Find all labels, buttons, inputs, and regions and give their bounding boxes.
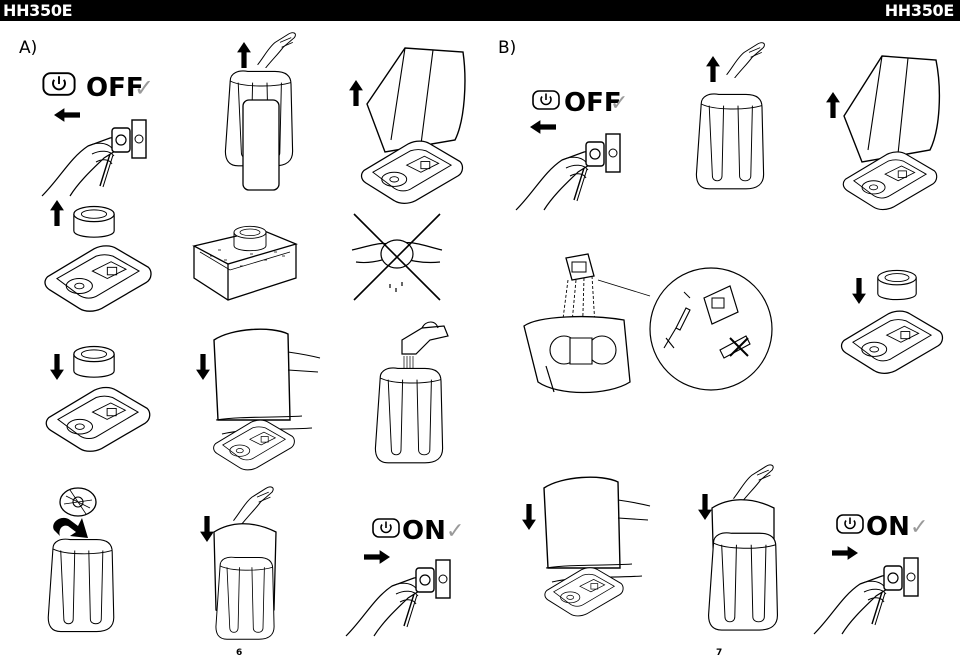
power-icon — [372, 518, 400, 538]
ring-icon — [73, 205, 115, 238]
unplug-illustration — [41, 108, 147, 197]
cartridge-insert-illustration — [518, 250, 658, 400]
base-icon — [45, 386, 151, 453]
base-icon — [544, 567, 624, 617]
fill-tank-illustration — [374, 318, 462, 464]
hand-icon — [257, 32, 296, 68]
page-number-right: 7 — [716, 648, 723, 658]
cartridge-detail-zoom — [646, 264, 776, 394]
power-icon — [42, 72, 76, 96]
on-label-b: ON — [866, 512, 910, 542]
power-on-indicator-a: ON ✓ — [372, 516, 464, 546]
arrow-left-icon — [54, 108, 80, 122]
place-ring-illustration — [45, 345, 151, 453]
model-name-right: HH350E — [884, 1, 955, 20]
power-off-indicator: OFF ✓ — [42, 72, 154, 103]
arrow-right-icon — [364, 550, 390, 564]
check-icon: ✓ — [446, 518, 464, 543]
arrow-down-icon — [200, 516, 214, 542]
tank-icon — [695, 93, 765, 190]
arrow-up-icon — [237, 42, 251, 68]
arrow-up-icon — [349, 80, 363, 106]
hand-icon — [726, 42, 765, 78]
cross-icon — [730, 338, 748, 356]
tank-icon — [374, 367, 444, 464]
power-off-indicator-b: OFF ✓ — [532, 88, 628, 118]
unplug-illustration-b — [515, 120, 621, 211]
base-icon — [360, 140, 464, 204]
cross-icon — [354, 214, 440, 300]
page-number-left: 6 — [236, 648, 243, 658]
tank-icon — [707, 532, 779, 631]
plug-hand-icon — [813, 557, 919, 635]
do-not-wring-illustration — [350, 210, 445, 305]
remove-ring-illustration — [44, 200, 152, 312]
power-icon — [836, 514, 864, 534]
ring-icon — [877, 269, 917, 301]
place-cover-illustration — [196, 324, 322, 471]
hand-icon — [732, 464, 774, 502]
check-icon: ✓ — [610, 90, 628, 115]
base-icon — [44, 245, 152, 312]
arrow-down-icon — [50, 354, 64, 380]
plug-in-illustration-b — [813, 546, 919, 635]
model-name-left: HH350E — [3, 1, 73, 20]
hand-icon — [232, 486, 274, 524]
base-icon — [842, 151, 938, 211]
arrow-up-icon — [706, 56, 720, 82]
power-on-indicator-b: ON ✓ — [836, 512, 928, 542]
lift-cover-illustration — [349, 40, 470, 204]
base-icon — [213, 419, 295, 471]
soak-tray-illustration — [190, 225, 300, 307]
tank-icon — [215, 556, 275, 640]
arrow-down-icon — [698, 494, 712, 520]
lift-tank-illustration — [224, 32, 296, 193]
arrow-up-icon — [826, 92, 840, 118]
plug-hand-icon — [515, 133, 621, 211]
rotate-arrow-icon — [53, 517, 88, 538]
place-cover-illustration-b — [522, 470, 660, 617]
insert-tank-illustration-b — [698, 464, 779, 631]
header-bar: HH350E HH350E — [0, 0, 960, 21]
off-label-b: OFF — [564, 88, 622, 118]
plug-hand-icon — [345, 559, 451, 637]
arrow-down-icon — [522, 504, 536, 530]
ring-icon — [73, 345, 115, 378]
section-a-label: A) — [19, 38, 38, 58]
arrow-down-icon — [196, 354, 210, 380]
plug-in-illustration-a — [345, 550, 451, 637]
tank-icon — [47, 538, 115, 633]
on-label: ON — [402, 516, 446, 546]
place-ring-illustration-b — [840, 269, 944, 375]
off-label: OFF — [86, 73, 144, 103]
base-icon — [840, 310, 944, 375]
check-icon: ✓ — [134, 75, 154, 102]
arrow-right-icon — [832, 546, 858, 560]
arrow-down-icon — [852, 278, 866, 304]
power-icon — [532, 90, 560, 110]
lift-tank-illustration-b — [695, 42, 765, 190]
close-cap-illustration — [47, 480, 115, 633]
lift-cover-illustration-b — [826, 46, 947, 211]
arrow-left-icon — [530, 120, 556, 134]
plug-hand-icon — [41, 119, 147, 197]
insert-tank-illustration — [200, 486, 300, 640]
check-icon: ✓ — [910, 514, 928, 539]
arrow-up-icon — [50, 200, 64, 226]
section-b-label: B) — [498, 38, 517, 58]
